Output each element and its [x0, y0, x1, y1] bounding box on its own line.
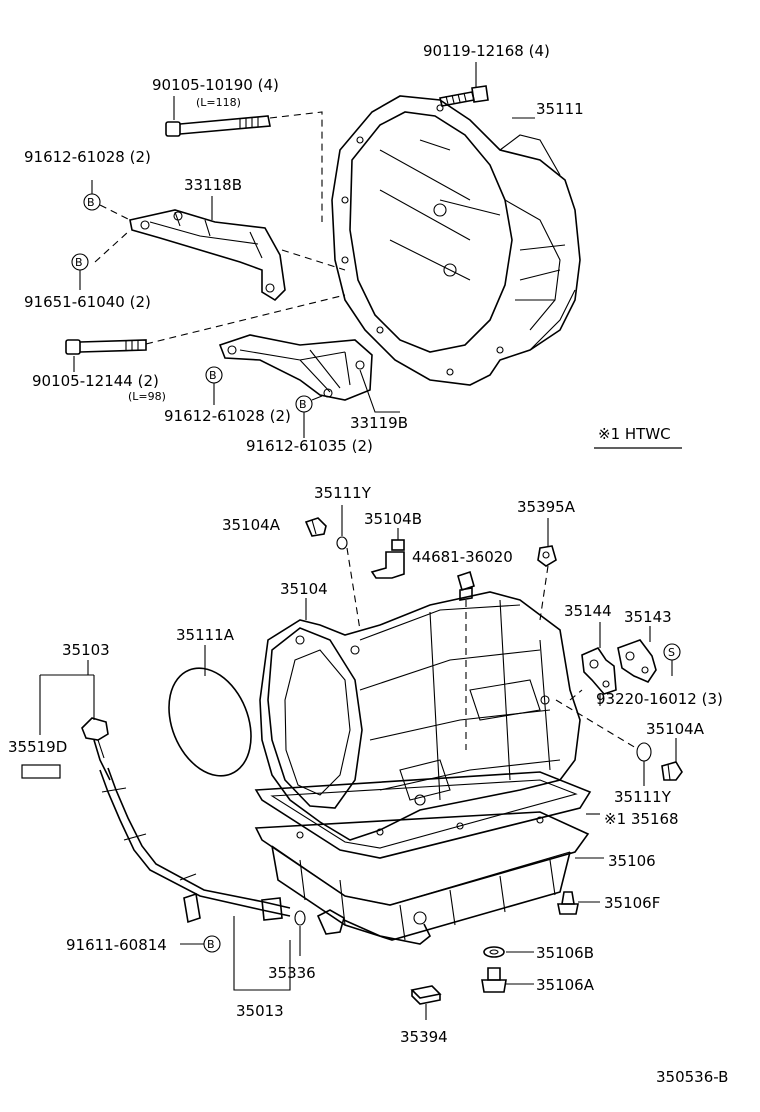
label-33118b: 33118B: [184, 176, 242, 194]
label-33119b: 33119B: [350, 414, 408, 432]
svg-text:B: B: [87, 196, 95, 209]
label-35395a: 35395A: [517, 498, 576, 516]
label-90105-10190: 90105-10190 (4): [152, 76, 279, 94]
label-35336: 35336: [268, 964, 316, 982]
oil-filler-tube-35013: [99, 767, 432, 945]
bolt-mark-91651: B: [71, 253, 89, 271]
label-91612-61035: 91612-61035 (2): [246, 437, 373, 455]
label-35104a-top: 35104A: [222, 516, 281, 534]
note-htwc: ※1 HTWC: [598, 425, 671, 443]
label-35106a: 35106A: [536, 976, 595, 994]
svg-text:B: B: [209, 369, 217, 382]
label-90105-12144-length: (L=98): [128, 390, 166, 403]
transmission-case: [259, 591, 581, 841]
bolt-90105-12144: [65, 339, 147, 355]
svg-text:B: B: [299, 398, 307, 411]
gasket-35111a: [168, 667, 252, 777]
bracket-33118b: [129, 209, 286, 302]
magnet-35394: [410, 985, 442, 1005]
label-93220-16012: 93220-16012 (3): [596, 690, 723, 708]
label-35111: 35111: [536, 100, 584, 118]
label-91612-61028-b: 91612-61028 (2): [164, 407, 291, 425]
stud-mark-93220: S: [663, 643, 681, 661]
figure-code: 350536-B: [656, 1068, 728, 1086]
union-35104b: [370, 539, 405, 579]
label-91611-60814: 91611-60814: [66, 936, 167, 954]
label-35111a: 35111A: [176, 626, 235, 644]
label-91651-61040: 91651-61040 (2): [24, 293, 151, 311]
gasket-35106b: [483, 946, 505, 958]
leaders-33119b: [213, 369, 400, 438]
oil-pan-35106: [254, 811, 590, 941]
bracket-35013: [233, 916, 291, 991]
leader-bolt-marks: [79, 180, 93, 290]
o-ring-35111y-right: [636, 742, 652, 762]
leaders-covers: [599, 622, 651, 706]
converter-housing: [331, 95, 581, 386]
bolt-mark-91612a: B: [83, 193, 101, 211]
bolt-mark-91612b: B: [205, 366, 223, 384]
label-35104b: 35104B: [364, 510, 422, 528]
label-35144: 35144: [564, 602, 612, 620]
label-35111y-right: 35111Y: [614, 788, 672, 806]
svg-text:B: B: [207, 938, 215, 951]
leader-bolt-12144: [145, 294, 346, 345]
svg-text:S: S: [668, 646, 675, 659]
cover-35143: [617, 639, 657, 683]
label-35394: 35394: [400, 1028, 448, 1046]
plug-44681: [457, 570, 475, 601]
fitting-35395a: [537, 545, 557, 567]
leader-35111y-to-case: [346, 547, 361, 631]
bolt-mark-91611: B: [203, 935, 221, 953]
plug-35104a-right: [661, 761, 683, 781]
bolt-90105-10190: [165, 115, 271, 137]
label-44681-36020: 44681-36020: [412, 548, 513, 566]
label-35104a-right: 35104A: [646, 720, 705, 738]
cover-35144: [581, 646, 617, 695]
label-90105-12144: 90105-12144 (2): [32, 372, 159, 390]
oil-level-gauge-35103: [81, 717, 111, 781]
label-90119-12168: 90119-12168 (4): [423, 42, 550, 60]
leader-cover-to-case: [569, 689, 583, 701]
bolt-mark-91612c: B: [295, 395, 313, 413]
o-ring-35336: [294, 910, 306, 926]
label-35111y-top: 35111Y: [314, 484, 372, 502]
label-35013: 35013: [236, 1002, 284, 1020]
label-35106f: 35106F: [604, 894, 660, 912]
leader-35395a-to-case: [539, 565, 549, 621]
bolt-90119: [439, 85, 489, 107]
o-ring-35111y-top: [336, 536, 348, 550]
label-35143: 35143: [624, 608, 672, 626]
leaders-33118b: [94, 204, 346, 271]
label-35103: 35103: [62, 641, 110, 659]
leader-bolt-to-housing: [269, 111, 323, 222]
leader-35111y-to-case: [555, 699, 637, 749]
drain-plug-35106a: [481, 967, 507, 993]
svg-text:B: B: [75, 256, 83, 269]
bracket-35103: [39, 660, 95, 735]
label-91612-61028-a: 91612-61028 (2): [24, 148, 151, 166]
oil-pan-gasket-35168: [254, 771, 592, 859]
label-35519d: 35519D: [8, 738, 67, 756]
label-35168: ※1 35168: [604, 810, 679, 828]
label-35106: 35106: [608, 852, 656, 870]
label-90105-10190-length: (L=118): [196, 96, 241, 109]
plug-35106f: [557, 891, 579, 915]
part-35519d-box: [21, 764, 61, 779]
bracket-33119b: [218, 334, 373, 401]
label-35106b: 35106B: [536, 944, 594, 962]
label-35104: 35104: [280, 580, 328, 598]
plug-35104a-top: [304, 517, 327, 537]
